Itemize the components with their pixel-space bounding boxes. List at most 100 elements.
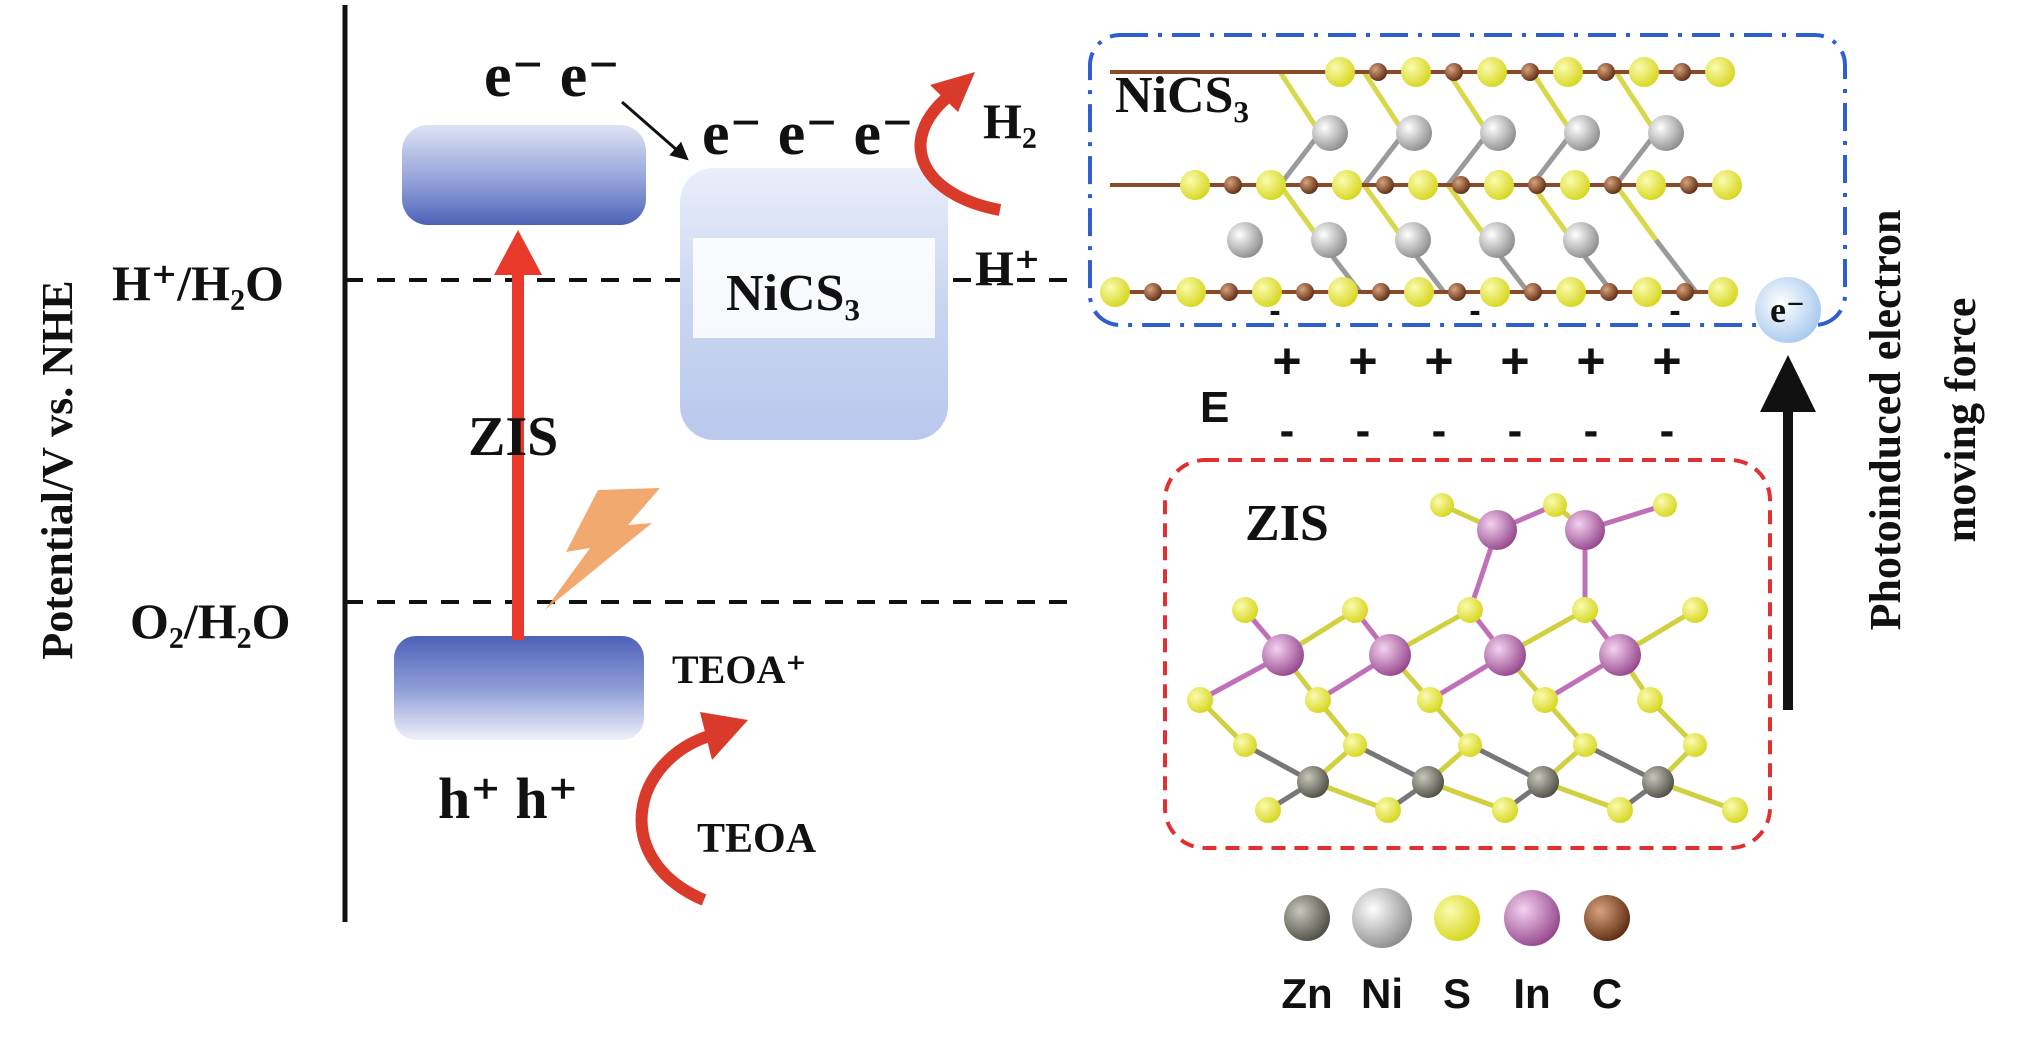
sulfur-atom xyxy=(1712,170,1742,200)
carbon-atom xyxy=(1521,63,1539,81)
structure-panel: NiCS₃ +--+-+--+-+--+- E ZIS e⁻ Photoindu… xyxy=(1088,33,1985,1017)
sulfur-atom xyxy=(1233,733,1257,757)
indium-atom xyxy=(1262,634,1304,676)
force-label-line1: Photoinduced electron xyxy=(1861,210,1910,631)
sulfur-atom xyxy=(1255,797,1281,823)
carbon-atom xyxy=(1673,63,1691,81)
positive-charge: + xyxy=(1424,333,1453,389)
sulfur-atom xyxy=(1176,277,1206,307)
nics3-band-label: NiCS₃ xyxy=(726,265,860,322)
sulfur-atom xyxy=(1100,277,1130,307)
legend-label-c: C xyxy=(1592,970,1622,1017)
negative-charge: - xyxy=(1508,406,1523,455)
indium-atom xyxy=(1599,634,1641,676)
y-axis-label: Potential/V vs. NHE xyxy=(33,280,82,659)
legend-swatch-c xyxy=(1584,895,1630,941)
carbon-atom xyxy=(1680,176,1698,194)
zinc-atom xyxy=(1527,766,1559,798)
bond xyxy=(1278,131,1322,187)
nickel-atom xyxy=(1564,115,1600,151)
nickel-atom xyxy=(1563,222,1599,258)
sulfur-atom xyxy=(1252,277,1282,307)
sulfur-atom xyxy=(1408,170,1438,200)
sulfur-atom xyxy=(1256,170,1286,200)
sulfur-atom xyxy=(1532,687,1558,713)
carbon-atom xyxy=(1448,283,1466,301)
energy-diagram: Potential/V vs. NHE H⁺/H₂O O₂/H₂O NiCS₃ … xyxy=(33,5,1080,922)
zis-valence-band xyxy=(394,636,644,740)
bond xyxy=(1529,183,1575,242)
negative-charge: - xyxy=(1584,406,1599,455)
force-label-line2: moving force xyxy=(1936,298,1985,543)
nickel-atom xyxy=(1648,115,1684,151)
bond xyxy=(1529,70,1575,135)
nickel-atom xyxy=(1395,222,1431,258)
nics3-structure-box xyxy=(1088,33,1847,327)
sulfur-atom xyxy=(1305,687,1331,713)
carbon-atom xyxy=(1452,176,1470,194)
sulfur-atom xyxy=(1708,277,1738,307)
sulfur-atom xyxy=(1682,597,1708,623)
legend-label-in: In xyxy=(1513,970,1550,1017)
legend-swatch-zn xyxy=(1284,895,1330,941)
positive-charge: + xyxy=(1500,333,1529,389)
positive-charge: + xyxy=(1348,333,1377,389)
sulfur-atom xyxy=(1430,493,1454,517)
sulfur-atom xyxy=(1607,797,1633,823)
negative-charge: - xyxy=(1469,292,1480,330)
carbon-atom xyxy=(1445,63,1463,81)
carbon-atom xyxy=(1376,176,1394,194)
electron-bubble xyxy=(1755,277,1821,343)
carbon-atom xyxy=(1604,176,1622,194)
sulfur-atom xyxy=(1480,277,1510,307)
sulfur-atom xyxy=(1543,493,1567,517)
sulfur-atom xyxy=(1375,797,1401,823)
sulfur-atom xyxy=(1417,687,1443,713)
teoa-oxidation-arrow xyxy=(635,729,714,906)
positive-charge: + xyxy=(1576,333,1605,389)
bond xyxy=(1654,238,1698,294)
sulfur-atom xyxy=(1636,170,1666,200)
sulfur-atom xyxy=(1629,57,1659,87)
interface-charges: +--+-+--+-+--+- xyxy=(1269,292,1681,455)
sulfur-atom xyxy=(1332,170,1362,200)
nickel-atom xyxy=(1311,222,1347,258)
sulfur-atom xyxy=(1492,797,1518,823)
zinc-atom xyxy=(1297,766,1329,798)
sulfur-atom xyxy=(1637,687,1663,713)
bond xyxy=(1446,131,1490,187)
indium-atom xyxy=(1565,510,1605,550)
legend-swatch-in xyxy=(1504,890,1560,946)
bond xyxy=(1361,183,1407,242)
zis-structure-box xyxy=(1163,458,1772,850)
zis-conduction-band xyxy=(402,125,646,225)
electron-bubble-label: e⁻ xyxy=(1770,290,1805,330)
bond xyxy=(1613,70,1659,135)
zis-lattice xyxy=(1187,493,1748,823)
nickel-atom xyxy=(1227,222,1263,258)
electrons-mid: e⁻ e⁻ e⁻ xyxy=(702,100,914,168)
sulfur-atom xyxy=(1343,733,1367,757)
teoa-label: TEOA xyxy=(697,816,817,862)
o-level-label: O₂/H₂O xyxy=(130,593,291,649)
nics3-structure-title: NiCS₃ xyxy=(1115,67,1249,124)
h2-evolution-arrow xyxy=(914,90,1002,216)
sulfur-atom xyxy=(1477,57,1507,87)
sulfur-atom xyxy=(1404,277,1434,307)
electron-transfer-arrow xyxy=(621,100,689,161)
nickel-atom xyxy=(1480,115,1516,151)
force-arrow-head xyxy=(1760,355,1816,412)
legend-label-s: S xyxy=(1443,970,1471,1017)
legend-label-ni: Ni xyxy=(1361,970,1403,1017)
sulfur-atom xyxy=(1560,170,1590,200)
legend-swatch-s xyxy=(1434,895,1480,941)
carbon-atom xyxy=(1369,63,1387,81)
h2-evolution-arrow-head xyxy=(930,72,975,112)
sulfur-atom xyxy=(1187,687,1213,713)
sulfur-atom xyxy=(1653,493,1677,517)
carbon-atom xyxy=(1144,283,1162,301)
negative-charge: - xyxy=(1280,406,1295,455)
legend-swatch-ni xyxy=(1352,888,1412,948)
